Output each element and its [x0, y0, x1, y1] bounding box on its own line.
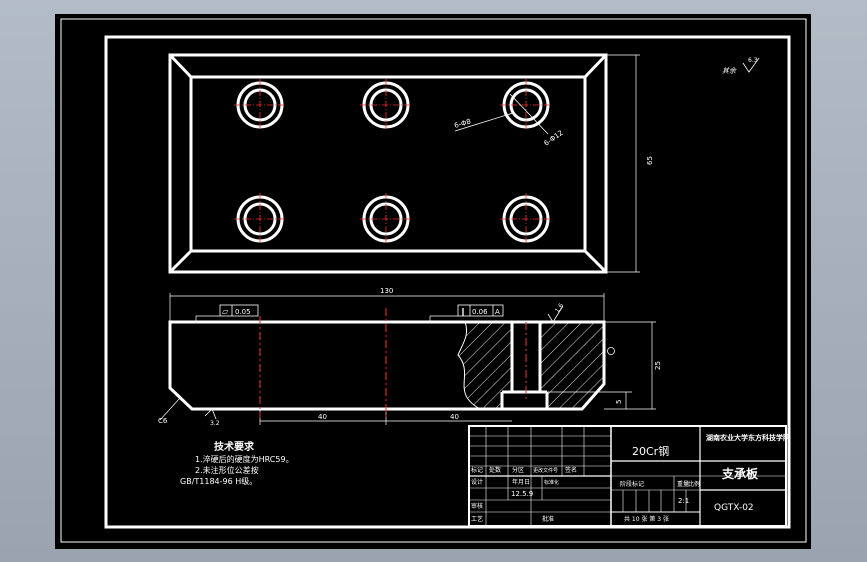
- school-name: 湖南农业大学东方科技学院: [706, 433, 790, 442]
- counterbore-hole-5: [360, 193, 412, 245]
- counterbore-hole-1: [234, 79, 286, 131]
- flatness-value: 0.05: [235, 308, 251, 316]
- date-label: 年月日: [512, 478, 530, 486]
- counterbore-hole-6: [500, 193, 552, 245]
- drawing-frame: [104, 35, 791, 529]
- parallel-value: 0.06: [472, 308, 488, 316]
- design-label: 设计: [471, 478, 483, 486]
- stage-label: 阶段标记: [620, 480, 644, 488]
- roughness-other: 其余 6.3: [722, 57, 760, 75]
- weight-label: 重量: [677, 480, 689, 488]
- center-lines: [259, 308, 527, 418]
- tech-requirements: 技术要求 1.淬硬后的硬度为HRC59。 2.未注形位公差按 GB/T1184-…: [180, 440, 294, 486]
- counterbore-hole-2: [360, 79, 412, 131]
- dimension-text-pitch-2: 40: [450, 413, 459, 421]
- design-date: 12.5.9: [511, 490, 533, 498]
- review-label: 审核: [471, 502, 483, 510]
- outer-border: [60, 18, 807, 543]
- title-block-text: 20Cr钢 湖南农业大学东方科技学院 支承板 QGTX-02 阶段标记 重量 2…: [471, 433, 790, 523]
- standard-label: 标准化: [544, 479, 559, 486]
- roughness-top-icon: [547, 305, 564, 323]
- roughness-symbol-icon: [742, 57, 760, 73]
- roughness-other-label: 其余: [722, 67, 737, 75]
- section-view: 130 ▱ 0.05 ∥ 0.06 A 1.6: [158, 287, 662, 427]
- sheet-info: 共 10 张 第 3 张: [624, 515, 669, 523]
- plan-inner-face: [189, 75, 587, 253]
- dimension-text-pitch-1: 40: [318, 413, 327, 421]
- drawing-canvas: [55, 14, 811, 549]
- scale-value: 2:1: [678, 497, 689, 505]
- roughness-bottom-icon: [204, 408, 217, 420]
- counterbore-hole-3: [500, 79, 552, 131]
- flatness-symbol-icon: ▱: [222, 307, 229, 316]
- dimension-height-plan: 65: [606, 54, 654, 273]
- approve-label: 批准: [542, 515, 554, 523]
- tech-requirement-2: 2.未注形位公差按: [195, 465, 259, 475]
- flatness-frame: [219, 304, 259, 317]
- dimension-text-130: 130: [380, 287, 393, 295]
- parallel-frame: [457, 304, 504, 317]
- row-label-count: 处数: [489, 466, 501, 474]
- section-hatch-left: [458, 322, 512, 409]
- datum-label: A: [495, 308, 500, 316]
- dimension-text-5: 5: [615, 400, 623, 404]
- row-label-zone: 分区: [512, 466, 524, 474]
- roughness-bottom-value: 3.2: [210, 420, 220, 427]
- tech-requirement-3: GB/T1184-96 H级。: [180, 476, 257, 486]
- material-label: 20Cr钢: [632, 445, 669, 458]
- process-label: 工艺: [471, 515, 483, 523]
- plan-outline: [168, 53, 608, 274]
- scale-label: 比例: [688, 480, 700, 488]
- datum-marker-icon: [607, 347, 615, 355]
- break-line: [457, 321, 481, 410]
- chamfer-label: C6: [158, 417, 168, 425]
- tech-requirement-1: 1.淬硬后的硬度为HRC59。: [195, 454, 294, 464]
- roughness-top-value: 1.6: [554, 302, 565, 314]
- drawing-number: QGTX-02: [714, 503, 754, 513]
- row-label-sign: 签名: [565, 466, 577, 474]
- dimension-text-25: 25: [654, 361, 662, 370]
- parallel-symbol-icon: ∥: [461, 307, 465, 316]
- tech-requirements-title: 技术要求: [214, 440, 255, 453]
- hole-group: [234, 79, 552, 245]
- plan-view: [168, 53, 608, 274]
- row-label-change: 更改文件号: [533, 467, 558, 474]
- counterbore-hole-4: [234, 193, 286, 245]
- section-hatch-right: [540, 322, 604, 409]
- row-label-mark: 标记: [471, 466, 483, 474]
- title-block: [468, 425, 787, 527]
- roughness-other-value: 6.3: [748, 57, 758, 64]
- dimension-text-65: 65: [646, 156, 654, 165]
- part-title: 支承板: [721, 466, 759, 481]
